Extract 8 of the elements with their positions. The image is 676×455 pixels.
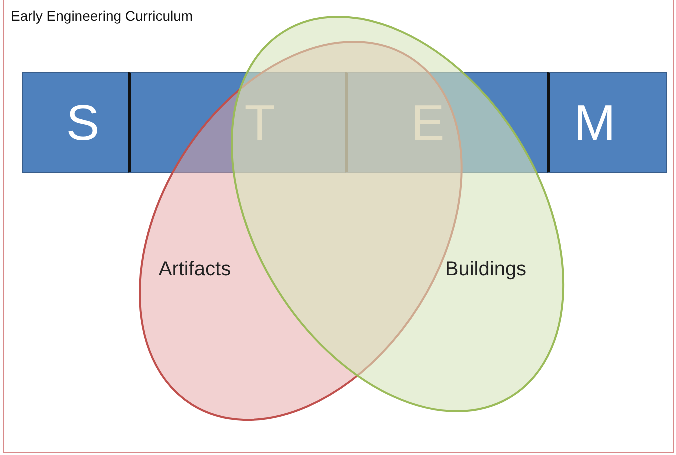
category-label: Buildings: [445, 258, 527, 282]
stem-letter: S: [66, 98, 100, 148]
stem-letter: M: [574, 98, 616, 148]
category-label: Artifacts: [158, 258, 232, 282]
diagram-title: Early Engineering Curriculum: [11, 8, 194, 24]
letter-segment: [128, 72, 345, 173]
letter-segment: [547, 72, 667, 173]
letter-segment: [22, 72, 128, 173]
